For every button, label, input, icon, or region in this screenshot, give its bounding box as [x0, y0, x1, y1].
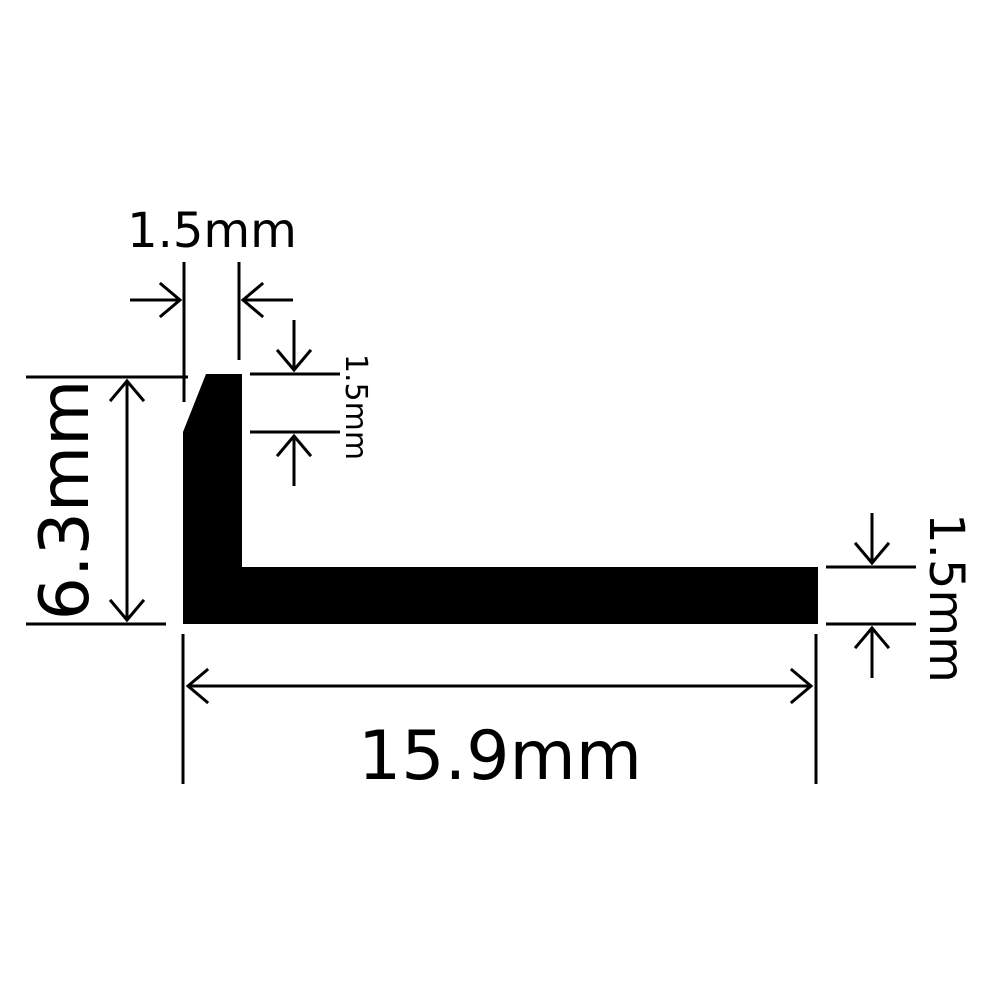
- chamfer-dimension: 1.5mm: [250, 320, 373, 486]
- arrowhead-right: [158, 281, 183, 319]
- top-width-label: 1.5mm: [127, 203, 297, 259]
- base-thickness-label: 1.5mm: [918, 513, 974, 683]
- arrowhead-right: [789, 667, 814, 705]
- arrowhead-down: [853, 541, 891, 566]
- l-profile-shape: [183, 374, 818, 624]
- length-dimension: 15.9mm: [181, 634, 818, 796]
- top-width-dimension: 1.5mm: [127, 203, 297, 402]
- arrowhead-left: [185, 667, 210, 705]
- arrowhead-left: [240, 281, 265, 319]
- arrowhead-down: [108, 598, 146, 623]
- height-label: 6.3mm: [26, 380, 105, 621]
- height-dimension: 6.3mm: [26, 375, 188, 626]
- arrowhead-up: [108, 378, 146, 403]
- base-thickness-dimension: 1.5mm: [826, 513, 974, 683]
- chamfer-label: 1.5mm: [338, 354, 373, 460]
- arrowhead-down: [275, 348, 313, 373]
- length-label: 15.9mm: [358, 717, 642, 796]
- arrowhead-up: [853, 625, 891, 650]
- arrowhead-up: [275, 433, 313, 458]
